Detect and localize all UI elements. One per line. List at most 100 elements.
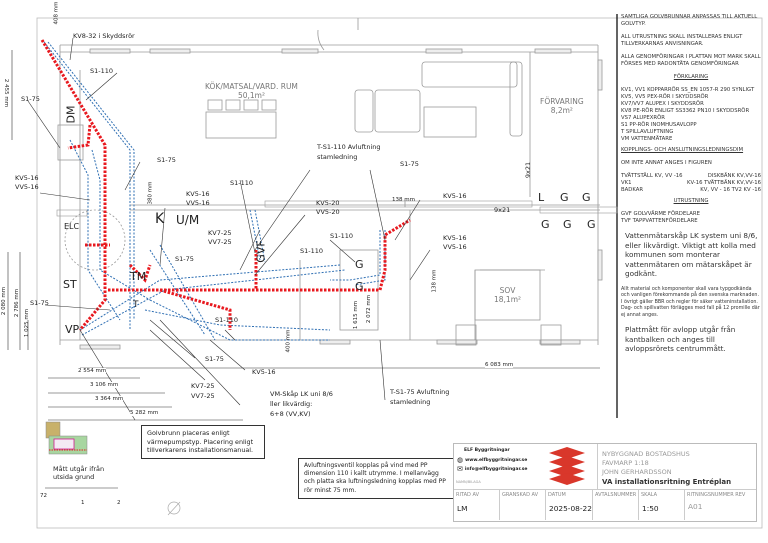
legend-item: KV7/VV7 ALUPEX I SKYDDSRÖR [621, 101, 704, 107]
vm-label: 6+8 (VV,KV) [270, 410, 311, 418]
project-info: NYBYGGNAD BOSTADSHUS FAVMARP 1:18 JOHN G… [602, 450, 690, 477]
project-lot: FAVMARP 1:18 [602, 459, 649, 467]
dimension-label: 1 025 mm [24, 308, 31, 338]
equipment-item: GVF GOLVVÄRME FÖRDELARE [621, 211, 700, 217]
dimension-label: 2 080 mm [1, 286, 8, 316]
title-block-divider [454, 489, 756, 490]
field-label: RITAD AV [456, 492, 479, 498]
connection-row: VK1 KV-16 TVÄTTBÄNK KV,VV-16 [621, 180, 761, 187]
pipe-label: S1-75 [30, 299, 49, 307]
pipe-label: S1-110 [300, 247, 324, 255]
title-block: ELF Byggritningar ◍www.elfbyggritningar.… [453, 443, 757, 522]
dimension-label: 138 mm [392, 197, 415, 203]
connections-title: KOPPLINGS- OCH ANSLUTNINGSLEDNINGSDIM [621, 147, 744, 153]
pipe-label: S1-110 [230, 179, 254, 187]
pipe-label: S1-110 [90, 67, 114, 75]
connection-row: TVÄTTSTÄLL KV, VV -16 DISKBÄNK KV,VV-16 [621, 173, 761, 180]
vm-label: ller likvärdig: [270, 400, 313, 408]
field-value: LM [457, 504, 468, 513]
globe-icon: ◍ [457, 456, 464, 464]
pipe-label: S1-75 [205, 355, 224, 363]
connection-cell: KV-16 TVÄTTBÄNK KV,VV-16 [687, 180, 761, 186]
material-note: Allt material och komponenter skall vara… [621, 286, 760, 318]
connection-cell: TVÄTTSTÄLL KV, VV -16 [621, 173, 683, 179]
equipment-item: TVF TAPPVATTENFÖRDELARE [621, 218, 698, 224]
pipe-label: VV5-16 [443, 243, 467, 251]
symbol-g: G [355, 258, 364, 271]
dimension-label: 2 455 mm [3, 78, 10, 108]
door-label: 9x21 [494, 206, 511, 214]
company-logo-icon [549, 447, 585, 485]
symbol-l: L [538, 191, 545, 204]
connection-cell: BADKAR [621, 187, 644, 193]
pipe-label: KV8-32 i Skyddsrör [73, 32, 135, 40]
dimension-label: 380 mm [147, 181, 154, 205]
company-email: ✉info@elfbyggritningar.se [457, 465, 527, 473]
note-radon: ALLA GENOMFÖRINGAR I PLATTAN MOT MARK SK… [621, 54, 761, 67]
scale-tick: 2 [117, 500, 121, 506]
pipe-label: S1-75 [157, 156, 176, 164]
drawing-title: VA installationsritning Entréplan [602, 478, 732, 486]
pipe-label: KV5-16 [443, 192, 467, 200]
connection-row: BADKAR KV, VV - 16 TV2 KV -16 [621, 187, 761, 194]
pipe-label: VV7-25 [208, 238, 232, 246]
symbol-um: U/M [176, 213, 200, 227]
connection-cell: DISKBÄNK KV,VV-16 [707, 173, 761, 179]
connection-cell: KV, VV - 16 TV2 KV -16 [700, 187, 761, 193]
field-label: GRANSKAD AV [502, 492, 539, 498]
field-checked-by: GRANSKAD AV [500, 490, 546, 520]
symbol-st: ST [63, 278, 77, 291]
field-label: AVTALSNUMMER [595, 492, 637, 498]
dimension-label: 3 364 mm [95, 396, 124, 402]
legend-item: KV5, VV5 PEX-RÖR I SKYDDSRÖR [621, 94, 709, 100]
connection-cell: VK1 [621, 180, 632, 186]
mail-icon: ✉ [457, 465, 463, 473]
symbol-t: T [133, 300, 139, 310]
legend-item: VS7 ALUPEXRÖR [621, 115, 665, 121]
symbol-g: G [560, 191, 569, 204]
field-value: 2025-08-22 [549, 504, 592, 513]
dimension-label: 72 [40, 493, 47, 499]
symbol-elc: ELC [64, 222, 80, 231]
room-name: KÖK/MATSAL/VARD. RUM [205, 82, 298, 91]
company-web-text[interactable]: www.elfbyggritningar.se [465, 457, 528, 463]
ventilation-callout: Avluftningsventil kopplas på vind med PP… [298, 458, 454, 499]
title-block-fields: RITAD AV LM GRANSKAD AV DATUM 2025-08-22 A… [454, 490, 756, 520]
pipe-label: VV7-25 [191, 392, 215, 400]
dimension-label: 2 554 mm [78, 368, 107, 374]
pipe-label: T-S1-110 Avluftning [317, 143, 381, 151]
project-name: NYBYGGNAD BOSTADSHUS [602, 450, 690, 458]
dimension-label: 2 786 mm [14, 288, 21, 318]
pipe-label: S1-110 [215, 316, 239, 324]
company-web: ◍www.elfbyggritningar.se [457, 456, 527, 464]
symbol-dm: DM [64, 105, 78, 124]
field-date: DATUM 2025-08-22 [546, 490, 593, 520]
company-email-text[interactable]: info@elfbyggritningar.se [464, 466, 528, 472]
company-name: ELF Byggritningar [464, 448, 510, 453]
field-value: A01 [688, 502, 703, 511]
legend-item: KV1, VV1 KOPPARRÖR SS_EN 1057-R 290 SYNL… [621, 87, 755, 93]
field-label: DATUM [548, 492, 566, 498]
symbol-g: G [563, 218, 572, 231]
pipe-label: S1-75 [21, 95, 40, 103]
note-floor-drains: SAMTLIGA GOLVBRUNNAR ANPASSAS TILL AKTUE… [621, 14, 758, 27]
dimension-label: 400 mm [285, 329, 292, 353]
symbol-vp: VP [65, 323, 80, 336]
pipe-label: KV5-20 [316, 199, 340, 207]
pipe-label: KV5-16 [186, 190, 210, 198]
room-area: 8,2m² [550, 106, 573, 115]
dimension-label: 2 072 mm [366, 294, 373, 324]
legend-item: S1 PP-RÖR INOMHUSAVLOPP [621, 122, 697, 128]
pipe-label: KV7-25 [191, 382, 215, 390]
symbol-tm: TM [130, 270, 147, 283]
legend-item: T SPILLAVLUFTNING [621, 129, 674, 135]
dimension-lines [7, 50, 600, 489]
connections-note: OM INTE ANNAT ANGES I FIGUREN [621, 160, 712, 166]
pipe-label: VV5-20 [316, 208, 340, 216]
legend-item: KV8 PE-RÖR ENLIGT SS3362 PN10 I SKYDDSRÖ… [621, 108, 750, 114]
leader-lines [27, 37, 431, 421]
pipe-label: stamledning [317, 153, 358, 161]
field-drawn-by: RITAD AV LM [454, 490, 500, 520]
